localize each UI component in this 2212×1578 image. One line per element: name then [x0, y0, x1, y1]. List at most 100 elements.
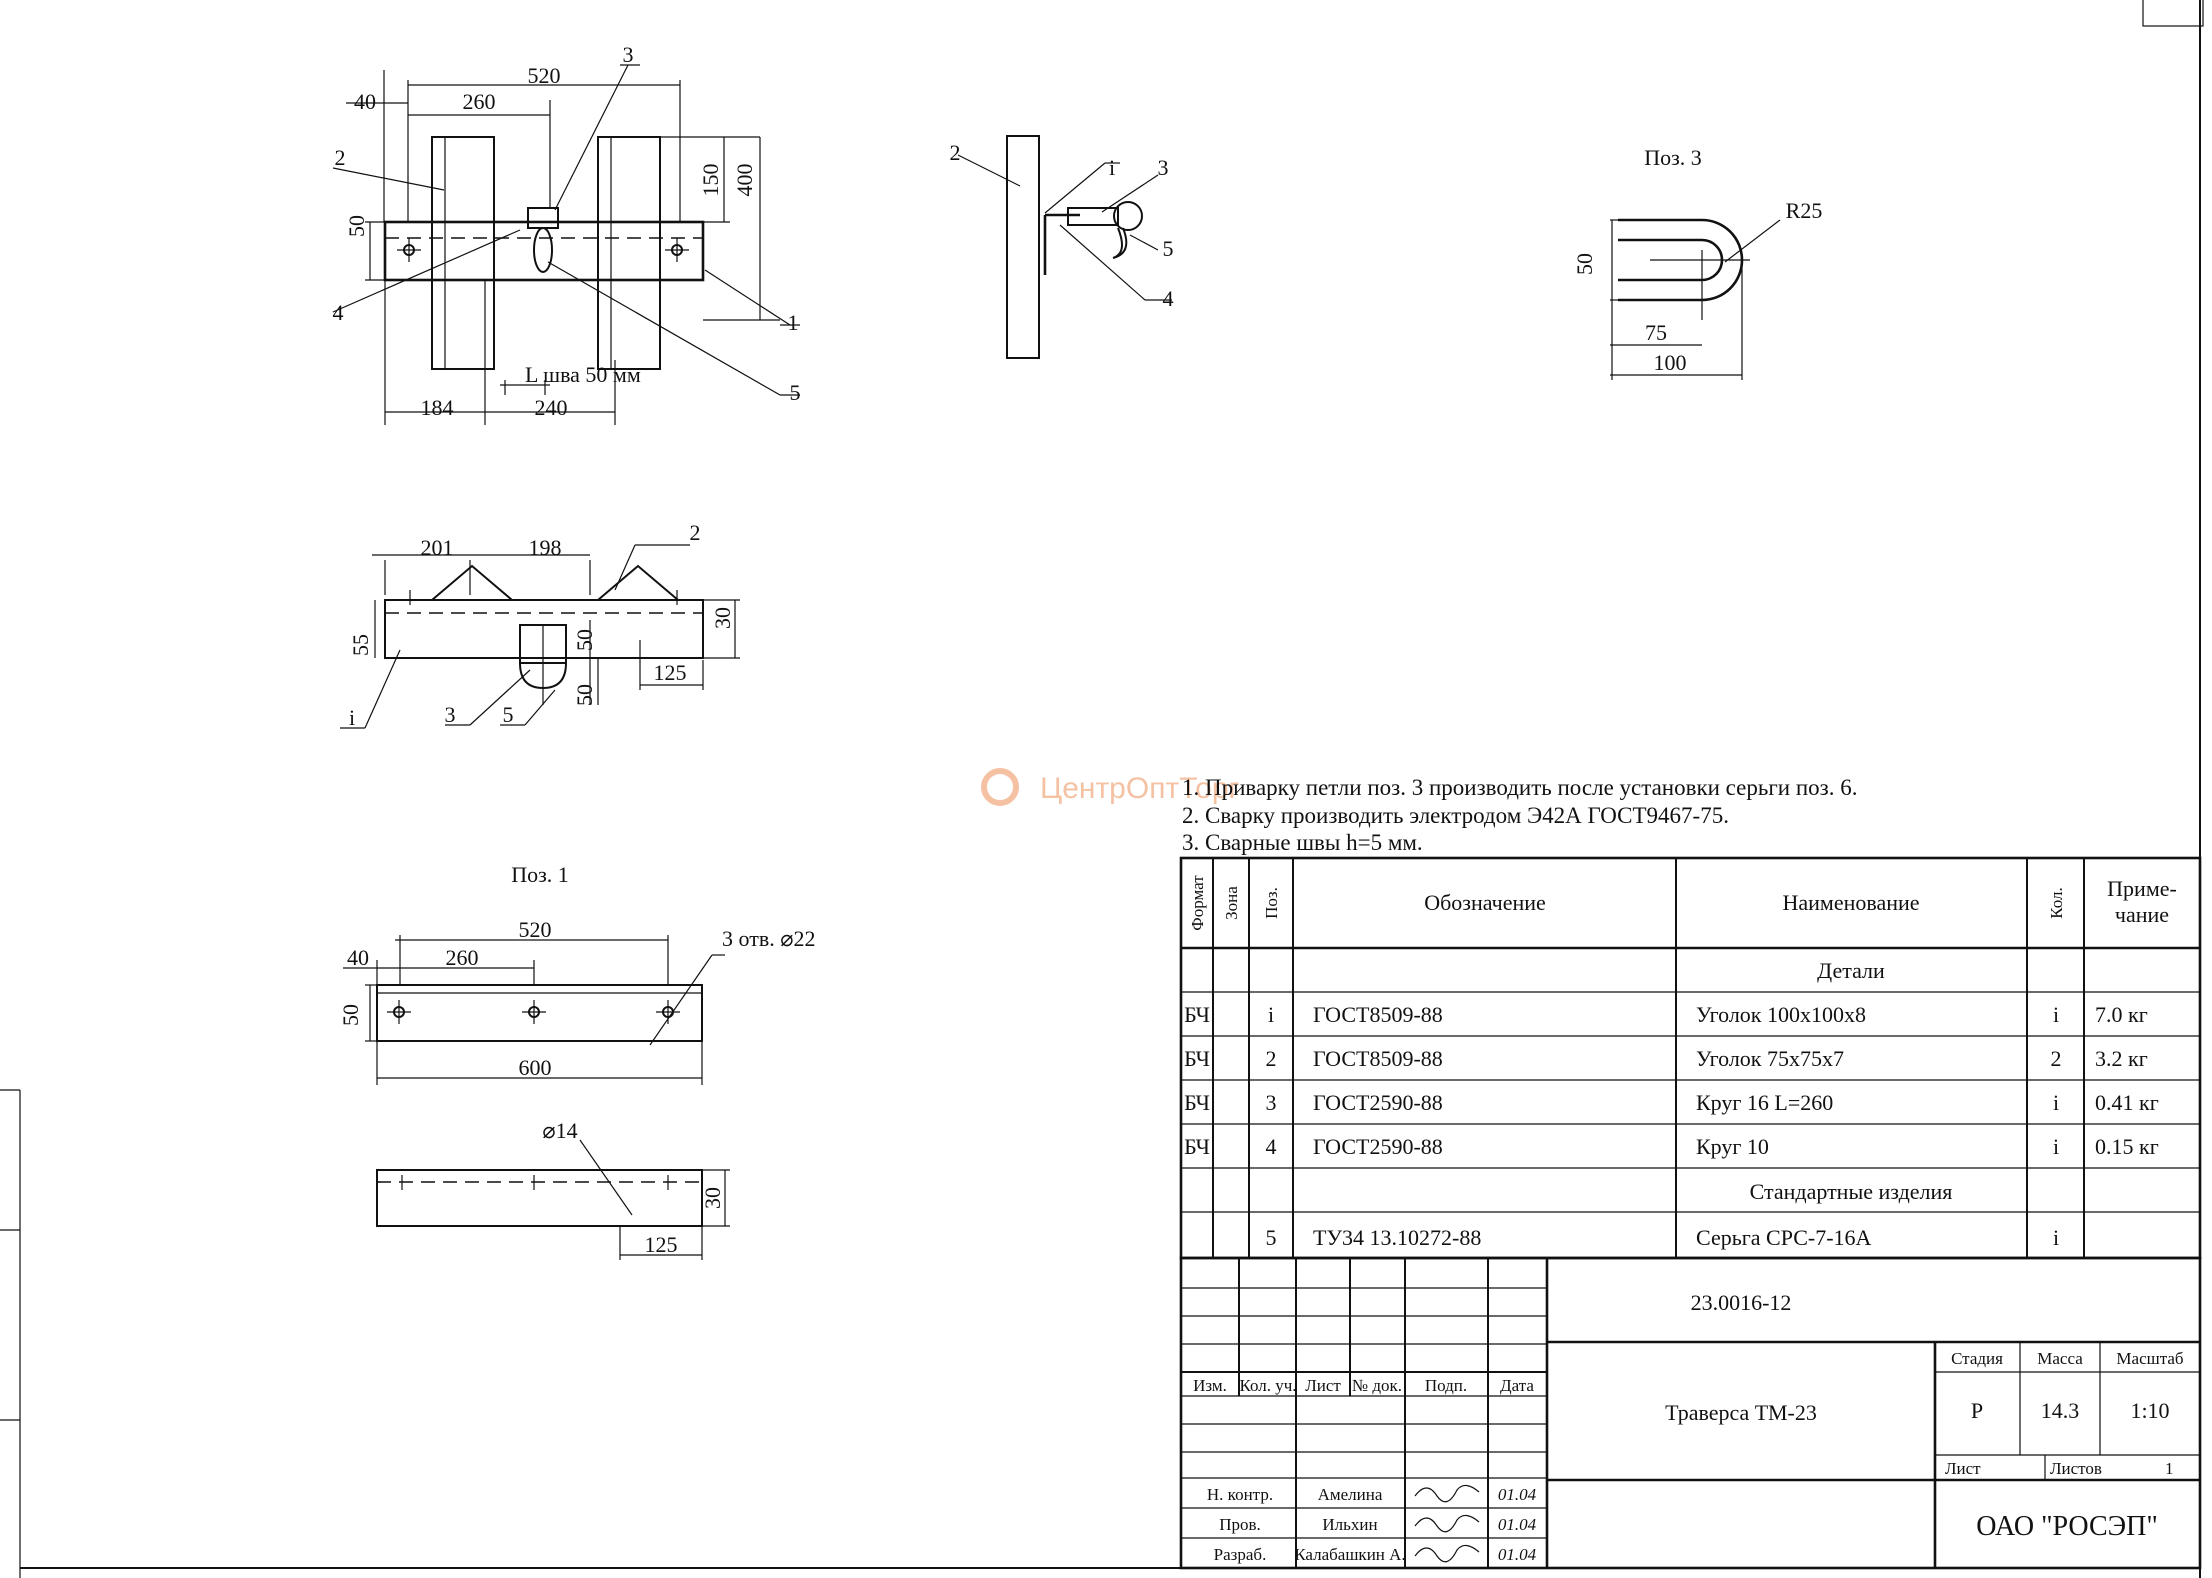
spec-cell-format: БЧ — [1184, 1002, 1210, 1027]
th-format: Формат — [1188, 875, 1207, 931]
spec-cell-designation: ГОСТ8509-88 — [1313, 1002, 1443, 1027]
mass-value: 14.3 — [2041, 1398, 2080, 1423]
front-dim-50b: 50 — [572, 684, 597, 706]
sheets-label: Листов — [2050, 1459, 2102, 1478]
pos1-dim-30: 30 — [700, 1187, 725, 1209]
sheets-value: 1 — [2165, 1459, 2174, 1478]
signature-name: Ильхин — [1322, 1515, 1377, 1534]
pos1-title: Поз. 1 — [511, 862, 569, 887]
section-details: Детали — [1817, 958, 1885, 983]
pos3-dim-r25: R25 — [1786, 198, 1823, 223]
signature-role: Пров. — [1219, 1515, 1261, 1534]
pos3-dim-75: 75 — [1645, 320, 1667, 345]
pos1-dim-520: 520 — [519, 917, 552, 942]
spec-cell-name: Круг 10 — [1696, 1134, 1769, 1159]
signature-name: Амелина — [1318, 1485, 1383, 1504]
top-view — [332, 64, 800, 425]
top-dim-400: 400 — [732, 164, 757, 197]
scale-value: 1:10 — [2130, 1398, 2169, 1423]
spec-cell-name: Уголок 100х100х8 — [1696, 1002, 1866, 1027]
top-weld-label: L шва 50 мм — [525, 362, 641, 387]
pos3-dim-100: 100 — [1654, 350, 1687, 375]
note-3: 3. Сварные швы h=5 мм. — [1182, 830, 1423, 855]
doc-number: 23.0016-12 — [1691, 1290, 1792, 1315]
stage-value: Р — [1971, 1398, 1983, 1423]
front-view — [340, 544, 740, 729]
top-dim-520: 520 — [528, 63, 561, 88]
spec-cell-designation: ГОСТ2590-88 — [1313, 1134, 1443, 1159]
scale-label: Масштаб — [2116, 1349, 2183, 1368]
note-1: 1. Приварку петли поз. 3 производить пос… — [1182, 775, 1858, 800]
spec-cell-designation: ГОСТ2590-88 — [1313, 1090, 1443, 1115]
rev-ndok: № док. — [1352, 1376, 1402, 1395]
spec-cell-pos: i — [1268, 1002, 1274, 1027]
signature-role: Разраб. — [1214, 1545, 1267, 1564]
pos3-view — [1610, 218, 1781, 380]
rev-podp: Подп. — [1425, 1376, 1467, 1395]
th-note-1: Приме- — [2107, 876, 2177, 901]
spec-cell-qty: 2 — [2051, 1046, 2062, 1071]
signature-role: Н. контр. — [1207, 1485, 1273, 1504]
front-dim-201: 201 — [421, 535, 454, 560]
front-callout-3: 3 — [445, 702, 456, 727]
note-2: 2. Сварку производить электродом Э42А ГО… — [1182, 803, 1729, 828]
side-callout-4: 4 — [1163, 286, 1174, 311]
top-callout-1: 1 — [788, 310, 799, 335]
top-dim-40: 40 — [354, 89, 376, 114]
top-dim-184: 184 — [421, 395, 454, 420]
top-dim-150: 150 — [698, 164, 723, 197]
spec-cell-pos: 2 — [1266, 1046, 1277, 1071]
front-dim-50a: 50 — [572, 629, 597, 651]
side-callout-2: 2 — [950, 140, 961, 165]
signature-date: 01.04 — [1498, 1545, 1537, 1564]
company-name: ОАО "РОСЭП" — [1976, 1511, 2158, 1542]
spec-cell-format: БЧ — [1184, 1090, 1210, 1115]
spec-cell-name: Круг 16 L=260 — [1696, 1090, 1833, 1115]
signature-mark — [1414, 1484, 1480, 1503]
signature-date: 01.04 — [1498, 1485, 1537, 1504]
spec-cell-note: 3.2 кг — [2095, 1046, 2148, 1071]
spec-cell-name: Серьга СРС-7-16А — [1696, 1225, 1872, 1250]
th-pos: Поз. — [1262, 887, 1281, 919]
front-callout-2: 2 — [690, 520, 701, 545]
pos1-dim-125: 125 — [645, 1232, 678, 1257]
pos1-dim-50: 50 — [338, 1004, 363, 1026]
spec-rows: БЧ i ГОСТ8509-88 Уголок 100х100х8 i 7.0 кг БЧ 2… — [1184, 1002, 2159, 1250]
front-callout-1: i — [349, 705, 355, 730]
th-name: Наименование — [1782, 890, 1919, 915]
top-callout-2: 2 — [335, 145, 346, 170]
watermark-text: ЦентрОптТорг — [1040, 772, 1240, 805]
pos1-dim-holes: 3 отв. ⌀22 — [722, 926, 815, 951]
spec-cell-qty: i — [2053, 1134, 2059, 1159]
spec-cell-format: БЧ — [1184, 1046, 1210, 1071]
th-designation: Обозначение — [1424, 890, 1546, 915]
signature-date: 01.04 — [1498, 1515, 1537, 1534]
front-dim-55: 55 — [348, 634, 373, 656]
pos1-dim-40: 40 — [347, 945, 369, 970]
title-block — [1179, 1256, 2202, 1570]
top-dim-240: 240 — [535, 395, 568, 420]
watermark: ЦентрОптТорг — [981, 768, 1240, 806]
spec-cell-note: 7.0 кг — [2095, 1002, 2148, 1027]
top-callout-4: 4 — [333, 300, 344, 325]
front-dim-30: 30 — [710, 607, 735, 629]
front-dim-198: 198 — [529, 535, 562, 560]
spec-cell-pos: 5 — [1266, 1225, 1277, 1250]
rev-data: Дата — [1500, 1376, 1534, 1395]
pos1-dim-600: 600 — [519, 1055, 552, 1080]
front-callout-5: 5 — [503, 702, 514, 727]
section-standard: Стандартные изделия — [1750, 1179, 1953, 1204]
pos1-view — [343, 935, 730, 1260]
signature-mark — [1414, 1514, 1480, 1533]
th-note-2: чание — [2115, 902, 2169, 927]
top-callout-5: 5 — [790, 380, 801, 405]
spec-cell-qty: i — [2053, 1225, 2059, 1250]
sheet-label: Лист — [1945, 1459, 1981, 1478]
rev-list: Лист — [1305, 1376, 1341, 1395]
signature-name: Калабашкин А. — [1294, 1545, 1405, 1564]
stage-label: Стадия — [1951, 1349, 2003, 1368]
rev-izm: Изм. — [1193, 1376, 1227, 1395]
top-dim-260: 260 — [463, 89, 496, 114]
spec-cell-note: 0.41 кг — [2095, 1090, 2159, 1115]
